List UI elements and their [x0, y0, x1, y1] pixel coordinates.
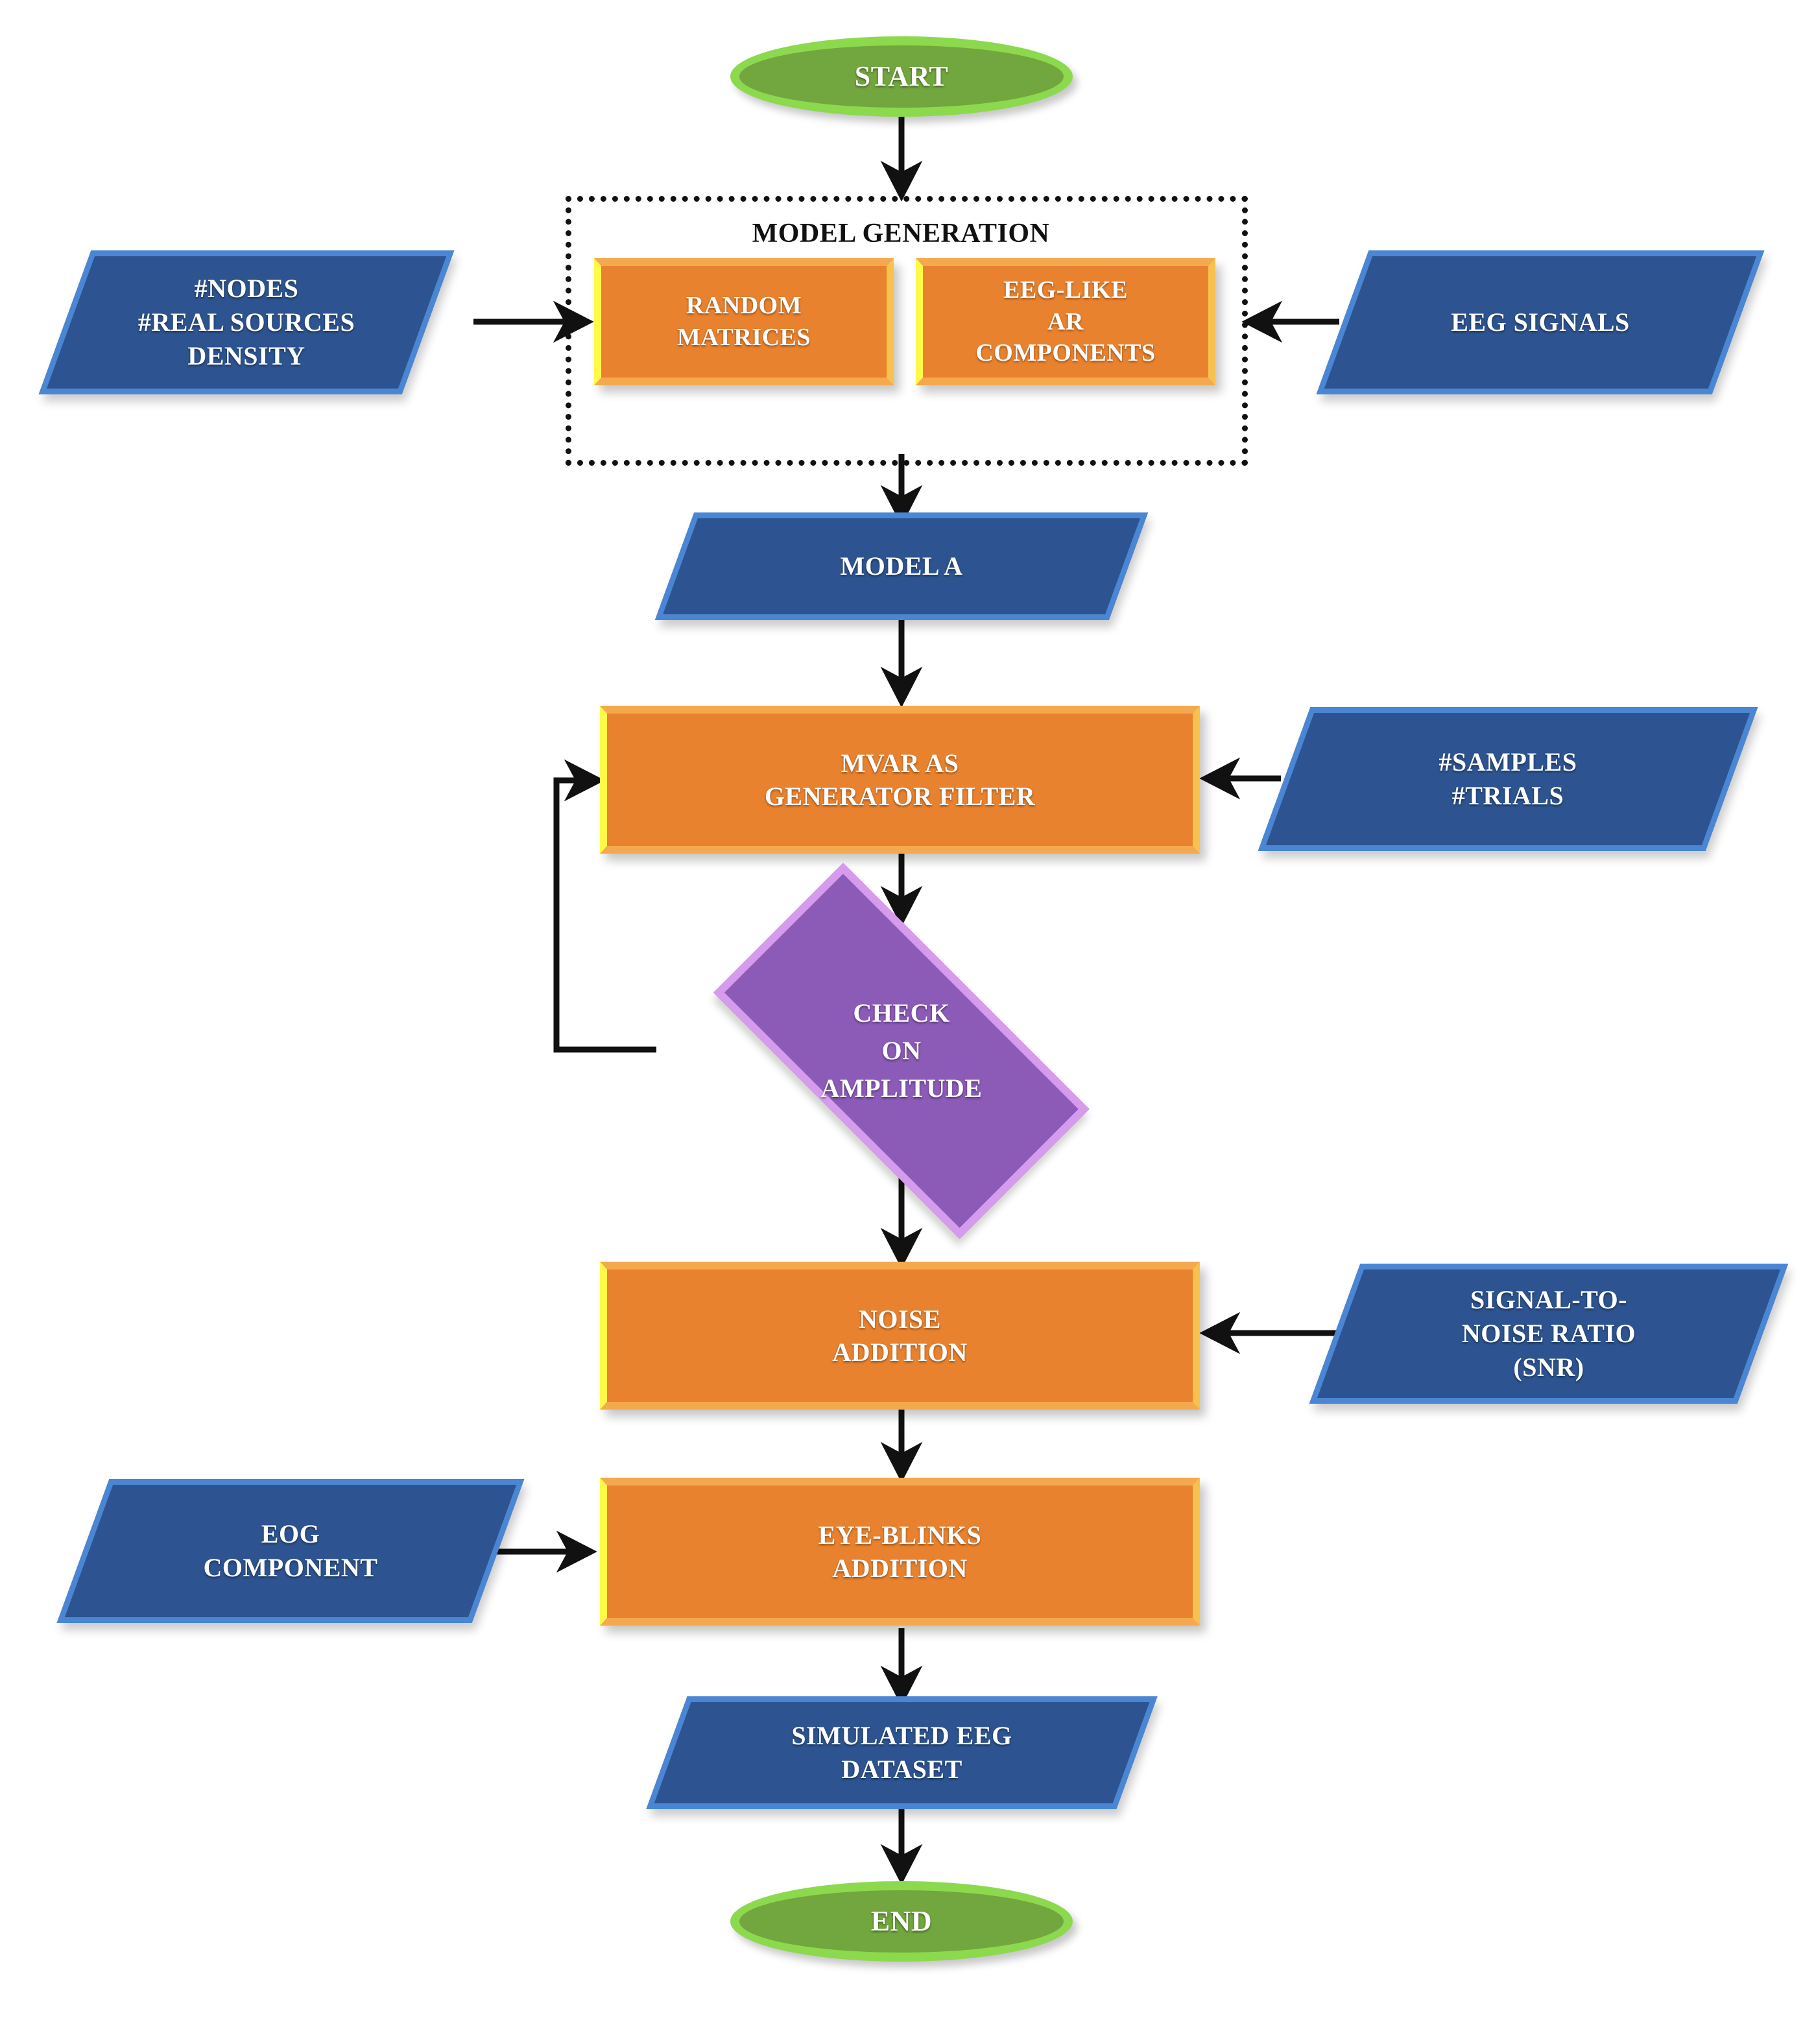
node-model-a-label: MODEL A: [840, 551, 963, 581]
node-simulated-dataset-label: SIMULATED EEG DATASET: [791, 1721, 1012, 1784]
model-generation-title: MODEL GENERATION: [752, 219, 1050, 248]
node-eye-blinks-addition[interactable]: EYE-BLINKS ADDITION: [600, 1478, 1200, 1626]
node-eye-blinks-addition-label: EYE-BLINKS ADDITION: [818, 1520, 982, 1583]
node-end[interactable]: END: [730, 1881, 1073, 1962]
node-eeg-signals-label: EEG SIGNALS: [1451, 307, 1630, 337]
node-noise-addition[interactable]: NOISE ADDITION: [600, 1262, 1200, 1410]
node-start-label: START: [854, 60, 949, 92]
node-snr[interactable]: SIGNAL-TO- NOISE RATIO (SNR): [1309, 1264, 1789, 1404]
node-check-amplitude-label: CHECK ON AMPLITUDE: [820, 998, 983, 1103]
node-start[interactable]: START: [730, 36, 1073, 117]
node-mvar-filter-label: MVAR AS GENERATOR FILTER: [764, 748, 1036, 811]
node-samples-trials-label: #SAMPLES #TRIALS: [1439, 747, 1577, 810]
node-snr-label: SIGNAL-TO- NOISE RATIO (SNR): [1461, 1285, 1636, 1382]
node-mvar-filter[interactable]: MVAR AS GENERATOR FILTER: [600, 706, 1200, 854]
node-eog-component[interactable]: EOG COMPONENT: [56, 1479, 525, 1623]
node-eeg-signals[interactable]: EEG SIGNALS: [1316, 250, 1765, 394]
node-eog-component-label: EOG COMPONENT: [203, 1519, 378, 1582]
node-inputs-nodes[interactable]: #NODES #REAL SOURCES DENSITY: [38, 250, 455, 394]
node-samples-trials[interactable]: #SAMPLES #TRIALS: [1258, 707, 1758, 851]
node-simulated-dataset[interactable]: SIMULATED EEG DATASET: [646, 1696, 1158, 1809]
node-check-amplitude[interactable]: CHECK ON AMPLITUDE: [655, 863, 1148, 1239]
node-end-label: END: [870, 1905, 933, 1937]
node-random-matrices[interactable]: RANDOM MATRICES: [594, 258, 894, 385]
node-model-a[interactable]: MODEL A: [654, 512, 1149, 620]
node-eeg-like-ar-label: EEG-LIKE AR COMPONENTS: [975, 276, 1156, 367]
node-random-matrices-label: RANDOM MATRICES: [677, 292, 811, 351]
node-inputs-nodes-label: #NODES #REAL SOURCES DENSITY: [137, 274, 355, 370]
node-eeg-like-ar[interactable]: EEG-LIKE AR COMPONENTS: [916, 258, 1215, 385]
node-noise-addition-label: NOISE ADDITION: [832, 1304, 968, 1367]
